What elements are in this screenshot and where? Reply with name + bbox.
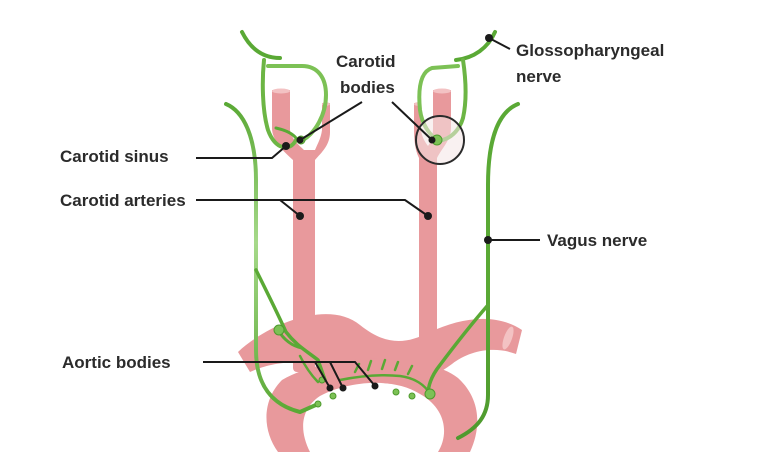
aortic-body: [314, 400, 322, 408]
left-carotid-artery: [293, 150, 315, 372]
artery-openings: [272, 88, 514, 350]
leader-lines: [196, 34, 540, 392]
label-carotid-arteries: Carotid arteries: [60, 191, 186, 210]
label-vagus-nerve: Vagus nerve: [547, 231, 647, 250]
right-vagus-nerve: [456, 102, 520, 440]
right-glossopharyngeal-nerve: [454, 30, 497, 62]
labels: Glossopharyngeal nerve Carotid bodies Ca…: [60, 41, 664, 372]
aortic-body: [329, 392, 337, 400]
label-carotid-bodies-2: bodies: [340, 78, 395, 97]
aortic-body: [408, 392, 416, 400]
right-carotid-artery: [414, 90, 452, 396]
label-glossopharyngeal-2: nerve: [516, 67, 561, 86]
aortic-body: [424, 388, 436, 400]
label-carotid-sinus: Carotid sinus: [60, 147, 169, 166]
aortic-body: [392, 388, 400, 396]
aortic-arch-descending: [266, 358, 478, 452]
label-carotid-bodies: Carotid: [336, 52, 396, 71]
aortic-body: [273, 324, 285, 336]
nerve-system: [224, 30, 520, 440]
label-aortic-bodies: Aortic bodies: [62, 353, 171, 372]
left-vagus-nerve: [224, 102, 320, 414]
left-glossopharyngeal-nerve: [240, 30, 282, 60]
label-glossopharyngeal: Glossopharyngeal: [516, 41, 664, 60]
carotid-body-magnifier: [415, 115, 465, 165]
